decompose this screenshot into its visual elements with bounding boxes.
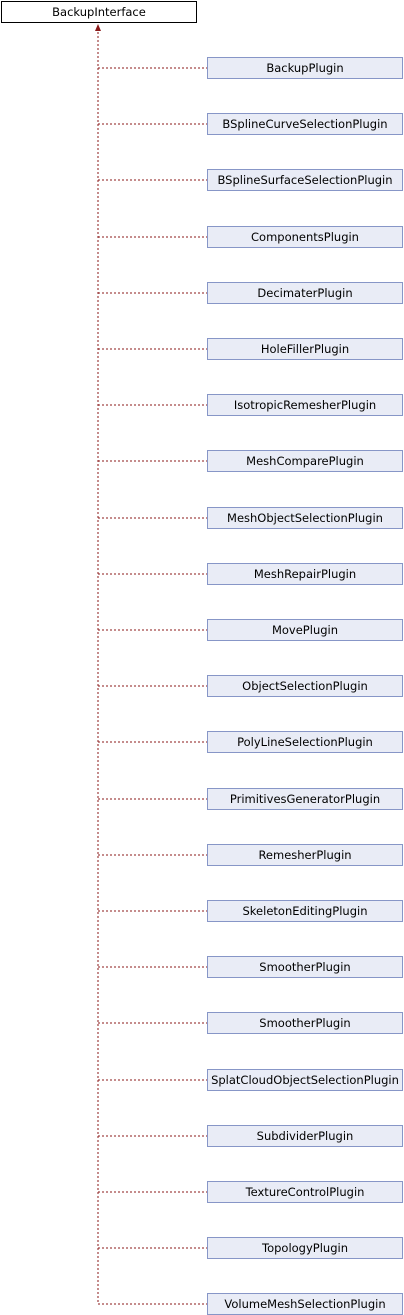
class-node[interactable]: MovePlugin <box>207 619 403 641</box>
class-node-label: RemesherPlugin <box>258 848 352 862</box>
inheritance-arrowhead <box>95 24 101 31</box>
class-node[interactable]: RemesherPlugin <box>207 844 403 866</box>
class-node[interactable]: SkeletonEditingPlugin <box>207 900 403 922</box>
class-node-label: ComponentsPlugin <box>251 230 359 244</box>
class-node[interactable]: VolumeMeshSelectionPlugin <box>207 1293 403 1315</box>
class-node[interactable]: TopologyPlugin <box>207 1237 403 1259</box>
class-node[interactable]: PolyLineSelectionPlugin <box>207 731 403 753</box>
class-node-label: TextureControlPlugin <box>245 1185 365 1199</box>
class-node-label: BackupPlugin <box>266 61 344 75</box>
class-node-label: BSplineCurveSelectionPlugin <box>222 117 388 131</box>
class-node-label: IsotropicRemesherPlugin <box>233 398 377 412</box>
root-node-backup-interface[interactable]: BackupInterface <box>1 1 197 23</box>
class-node-label: PrimitivesGeneratorPlugin <box>229 792 381 806</box>
class-node[interactable]: MeshComparePlugin <box>207 450 403 472</box>
class-node-label: VolumeMeshSelectionPlugin <box>224 1297 386 1311</box>
class-node[interactable]: IsotropicRemesherPlugin <box>207 394 403 416</box>
class-node[interactable]: PrimitivesGeneratorPlugin <box>207 788 403 810</box>
class-node[interactable]: BSplineSurfaceSelectionPlugin <box>207 169 403 191</box>
class-node[interactable]: SmootherPlugin <box>207 956 403 978</box>
class-node-label: MeshRepairPlugin <box>253 567 357 581</box>
root-node-label: BackupInterface <box>52 5 146 19</box>
class-node-label: MovePlugin <box>271 623 339 637</box>
class-node-label: SkeletonEditingPlugin <box>242 904 368 918</box>
class-node[interactable]: DecimaterPlugin <box>207 282 403 304</box>
class-node[interactable]: ObjectSelectionPlugin <box>207 675 403 697</box>
class-node[interactable]: BackupPlugin <box>207 57 403 79</box>
class-node-label: SmootherPlugin <box>259 1016 351 1030</box>
class-node-label: PolyLineSelectionPlugin <box>237 735 373 749</box>
class-node[interactable]: SmootherPlugin <box>207 1012 403 1034</box>
class-node-label: SplatCloudObjectSelectionPlugin <box>211 1073 399 1087</box>
class-node-label: HoleFillerPlugin <box>260 342 350 356</box>
class-node-label: ObjectSelectionPlugin <box>242 679 368 693</box>
class-node[interactable]: TextureControlPlugin <box>207 1181 403 1203</box>
class-node[interactable]: SubdividerPlugin <box>207 1125 403 1147</box>
class-node-label: DecimaterPlugin <box>257 286 353 300</box>
class-node[interactable]: HoleFillerPlugin <box>207 338 403 360</box>
class-node-label: BSplineSurfaceSelectionPlugin <box>217 173 393 187</box>
class-node[interactable]: MeshRepairPlugin <box>207 563 403 585</box>
class-node-label: TopologyPlugin <box>262 1241 348 1255</box>
class-node-label: SmootherPlugin <box>259 960 351 974</box>
class-node[interactable]: MeshObjectSelectionPlugin <box>207 507 403 529</box>
class-node[interactable]: SplatCloudObjectSelectionPlugin <box>207 1069 403 1091</box>
class-node[interactable]: ComponentsPlugin <box>207 226 403 248</box>
class-node-label: MeshComparePlugin <box>246 454 364 468</box>
class-node-label: MeshObjectSelectionPlugin <box>227 511 383 525</box>
class-node-label: SubdividerPlugin <box>256 1129 354 1143</box>
class-node[interactable]: BSplineCurveSelectionPlugin <box>207 113 403 135</box>
